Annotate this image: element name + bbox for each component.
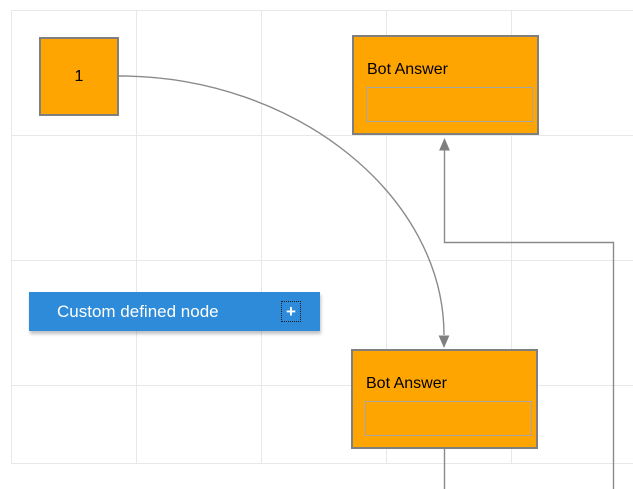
bot-answer-node-top[interactable]: Bot Answer	[352, 35, 539, 135]
arrow-down-icon	[438, 335, 450, 348]
start-node[interactable]: 1	[39, 37, 119, 116]
bot-answer-input[interactable]	[366, 87, 533, 122]
bot-answer-node-bottom[interactable]: Bot Answer	[351, 349, 538, 449]
bot-answer-input[interactable]	[365, 401, 532, 436]
custom-defined-node[interactable]: Custom defined node +	[29, 292, 320, 331]
plus-icon: +	[286, 302, 296, 321]
connector-curve-start-to-bottom[interactable]	[118, 75, 450, 348]
add-plus-button[interactable]: +	[281, 301, 301, 322]
bot-answer-title: Bot Answer	[367, 61, 448, 78]
start-node-label: 1	[74, 67, 84, 85]
custom-node-label: Custom defined node	[57, 301, 219, 321]
bot-answer-title: Bot Answer	[366, 375, 447, 392]
arrow-up-icon	[439, 138, 450, 151]
connector-elbow-to-top[interactable]	[439, 138, 615, 489]
